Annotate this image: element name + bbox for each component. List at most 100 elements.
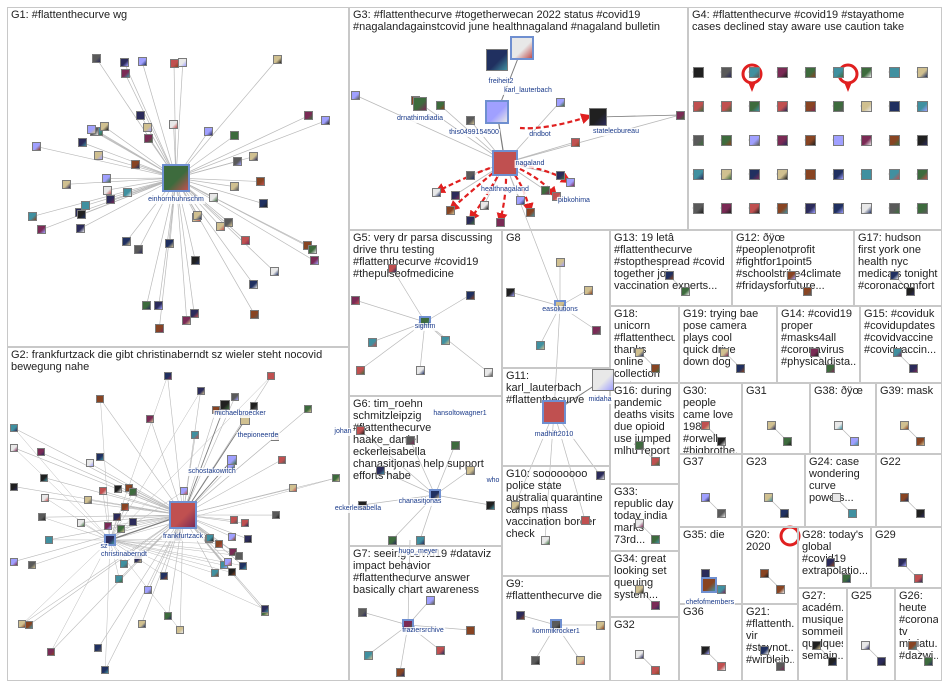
- account-node[interactable]: [555, 97, 565, 107]
- account-node[interactable]: [692, 66, 704, 78]
- account-node[interactable]: [413, 97, 427, 111]
- account-node[interactable]: [136, 110, 146, 120]
- account-node[interactable]: [680, 287, 690, 297]
- account-node[interactable]: [465, 170, 475, 180]
- account-node[interactable]: [591, 325, 601, 335]
- account-node[interactable]: [227, 455, 237, 465]
- account-node[interactable]: [176, 626, 185, 635]
- account-node[interactable]: [717, 436, 727, 446]
- account-node[interactable]: [240, 235, 250, 245]
- account-node[interactable]: [435, 645, 445, 655]
- account-node[interactable]: [208, 193, 218, 203]
- account-node[interactable]: [916, 134, 928, 146]
- account-node[interactable]: [692, 100, 704, 112]
- account-node[interactable]: [465, 290, 475, 300]
- account-node[interactable]: [551, 191, 561, 201]
- account-node[interactable]: [450, 190, 460, 200]
- account-node[interactable]: [651, 457, 661, 467]
- account-node[interactable]: [141, 301, 151, 311]
- account-node[interactable]: [651, 666, 661, 676]
- account-node[interactable]: [210, 569, 219, 578]
- account-node[interactable]: [570, 137, 580, 147]
- account-node[interactable]: [159, 571, 168, 580]
- account-node[interactable]: [121, 502, 130, 511]
- account-node[interactable]: [530, 655, 540, 665]
- account-node[interactable]: [748, 100, 760, 112]
- account-node[interactable]: [888, 66, 900, 78]
- account-node[interactable]: [720, 100, 732, 112]
- account-node[interactable]: [717, 661, 727, 671]
- account-node[interactable]: [193, 210, 203, 220]
- account-node[interactable]: [122, 188, 132, 198]
- account-node[interactable]: [908, 640, 918, 650]
- account-node[interactable]: [129, 517, 138, 526]
- account-node[interactable]: [832, 168, 844, 180]
- account-node[interactable]: [720, 134, 732, 146]
- account-node[interactable]: [486, 49, 508, 71]
- account-node[interactable]: [860, 640, 870, 650]
- account-node[interactable]: [28, 211, 38, 221]
- account-node[interactable]: [766, 420, 776, 430]
- account-node[interactable]: [165, 239, 175, 249]
- account-node[interactable]: [191, 430, 200, 439]
- account-node[interactable]: [717, 509, 727, 519]
- hub-node[interactable]: [169, 501, 197, 529]
- account-node[interactable]: [99, 121, 109, 131]
- account-node[interactable]: [760, 568, 770, 578]
- account-node[interactable]: [130, 159, 140, 169]
- account-node[interactable]: [465, 115, 475, 125]
- account-node[interactable]: [515, 610, 525, 620]
- account-node[interactable]: [892, 347, 902, 357]
- account-node[interactable]: [387, 535, 397, 545]
- account-node[interactable]: [776, 100, 788, 112]
- account-node[interactable]: [440, 335, 450, 345]
- account-node[interactable]: [81, 200, 91, 210]
- account-node[interactable]: [115, 575, 124, 583]
- account-node[interactable]: [224, 217, 234, 227]
- account-node[interactable]: [415, 535, 425, 545]
- account-node[interactable]: [230, 393, 239, 401]
- account-node[interactable]: [580, 515, 590, 525]
- account-node[interactable]: [169, 119, 179, 129]
- account-node[interactable]: [595, 470, 605, 480]
- account-node[interactable]: [101, 666, 110, 675]
- account-node[interactable]: [44, 535, 53, 544]
- account-node[interactable]: [913, 573, 923, 583]
- account-node[interactable]: [224, 558, 233, 567]
- account-node[interactable]: [720, 347, 730, 357]
- account-node[interactable]: [535, 340, 545, 350]
- account-node[interactable]: [888, 168, 900, 180]
- account-node[interactable]: [555, 170, 565, 180]
- account-node[interactable]: [450, 440, 460, 450]
- account-node[interactable]: [717, 584, 727, 594]
- account-node[interactable]: [230, 182, 240, 192]
- account-node[interactable]: [395, 667, 405, 677]
- account-node[interactable]: [96, 394, 105, 403]
- account-node[interactable]: [182, 316, 192, 326]
- account-node[interactable]: [61, 179, 71, 189]
- account-node[interactable]: [431, 187, 441, 197]
- account-node[interactable]: [102, 174, 112, 184]
- account-node[interactable]: [575, 655, 585, 665]
- account-node[interactable]: [832, 100, 844, 112]
- account-node[interactable]: [780, 509, 790, 519]
- account-node[interactable]: [76, 223, 86, 233]
- account-node[interactable]: [915, 509, 925, 519]
- account-node[interactable]: [825, 557, 835, 567]
- account-node[interactable]: [143, 123, 153, 133]
- account-node[interactable]: [10, 443, 18, 452]
- account-node[interactable]: [269, 267, 279, 277]
- account-node[interactable]: [651, 601, 661, 611]
- account-node[interactable]: [387, 263, 397, 273]
- account-node[interactable]: [465, 215, 475, 225]
- account-node[interactable]: [485, 500, 495, 510]
- account-node[interactable]: [77, 137, 87, 147]
- account-node[interactable]: [271, 511, 280, 520]
- account-node[interactable]: [804, 66, 816, 78]
- account-node[interactable]: [515, 195, 525, 205]
- account-node[interactable]: [916, 168, 928, 180]
- account-node[interactable]: [764, 493, 774, 503]
- account-node[interactable]: [435, 100, 445, 110]
- account-node[interactable]: [425, 595, 435, 605]
- account-node[interactable]: [146, 414, 155, 423]
